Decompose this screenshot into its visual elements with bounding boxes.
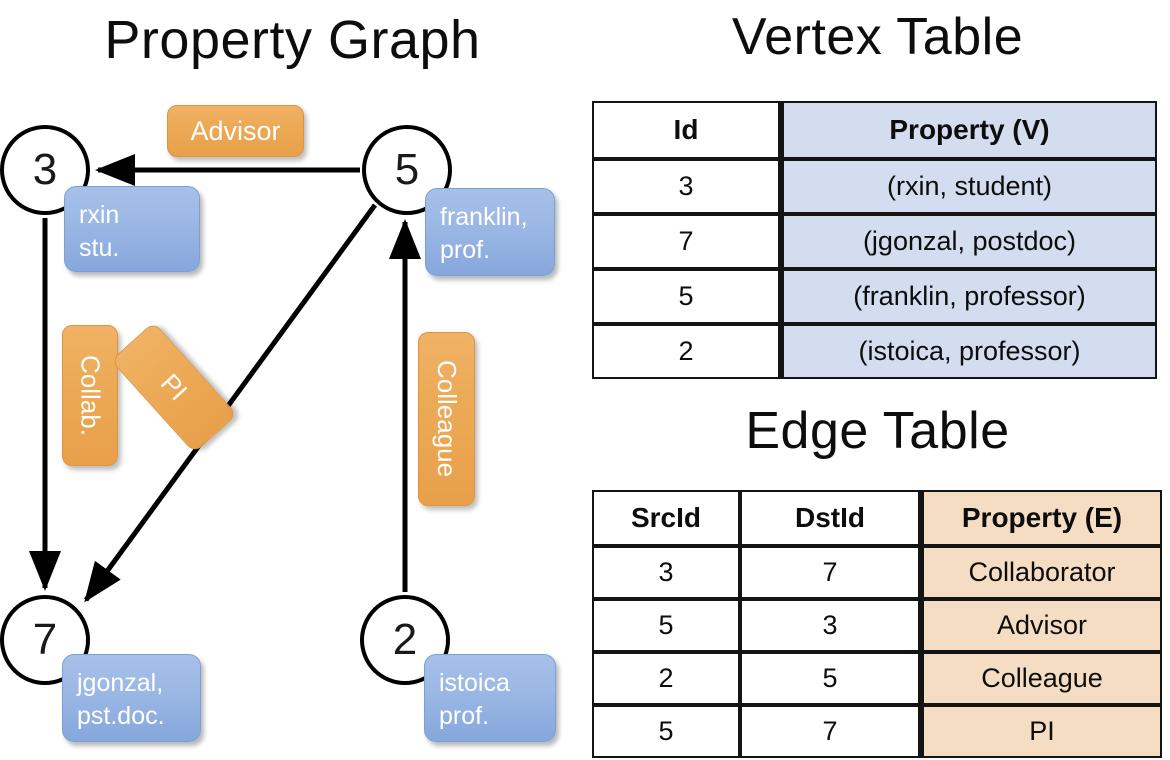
vertex-property-box-3: rxin stu. [64,186,200,272]
vertex-property-7-line2: pst.doc. [77,702,165,730]
page-title-edge-table: Edge Table [745,402,1010,460]
edge-label-colleague: Colleague [418,332,475,506]
edge-cell-srcid: 5 [592,599,740,652]
graph-node-7-label: 7 [32,615,58,664]
vertex-cell-property: (franklin, professor) [780,269,1157,324]
table-row: 5 7 PI [592,705,1162,758]
edge-cell-property: Colleague [920,652,1162,705]
edge-table: SrcId DstId Property (E) 3 7 Collaborato… [592,490,1162,758]
edge-label-collab: Collab. [62,325,118,466]
edge-table-header-dstid: DstId [740,490,920,546]
page-title-property-graph: Property Graph [104,10,481,70]
vertex-property-3-line1: rxin [79,201,120,229]
graph-node-2-label: 2 [392,615,418,664]
edge-label-colleague-text: Colleague [432,360,462,478]
vertex-cell-id: 2 [592,324,780,379]
edge-cell-property: Advisor [920,599,1162,652]
vertex-cell-property: (rxin, student) [780,159,1157,214]
edge-cell-dstid: 3 [740,599,920,652]
vertex-table-header-property: Property (V) [780,101,1157,159]
table-row: 3 (rxin, student) [592,159,1157,214]
table-row: 5 3 Advisor [592,599,1162,652]
edge-cell-property: Collaborator [920,546,1162,599]
edge-label-pi-text: PI [154,367,194,407]
edge-cell-srcid: 3 [592,546,740,599]
edge-label-advisor-text: Advisor [190,115,281,146]
vertex-cell-id: 5 [592,269,780,324]
edge-table-header-srcid: SrcId [592,490,740,546]
vertex-cell-id: 7 [592,214,780,269]
edge-label-collab-text: Collab. [75,355,106,436]
edge-cell-dstid: 5 [740,652,920,705]
vertex-property-box-2: istoica prof. [424,654,556,742]
property-graph-diagram: 3 5 7 2 rxin stu. franklin, prof. jgonza… [0,105,556,742]
graph-node-3-label: 3 [32,145,58,194]
vertex-table: Id Property (V) 3 (rxin, student) 7 (jgo… [592,101,1157,379]
edge-cell-srcid: 5 [592,705,740,758]
graph-edges-layer [29,154,421,603]
edge-cell-property: PI [920,705,1162,758]
edge-label-advisor: Advisor [167,105,304,157]
vertex-cell-property: (jgonzal, postdoc) [780,214,1157,269]
edge-table-header-property: Property (E) [920,490,1162,546]
vertex-property-5-line2: prof. [440,236,491,264]
graph-node-5[interactable]: 5 [362,125,452,215]
edge-cell-dstid: 7 [740,705,920,758]
edge-5-to-7 [83,203,378,603]
vertex-property-3-line2: stu. [79,234,120,262]
table-row: 2 5 Colleague [592,652,1162,705]
table-row: 5 (franklin, professor) [592,269,1157,324]
vertex-property-box-7: jgonzal, pst.doc. [62,654,201,742]
vertex-property-5-line1: franklin, [440,203,528,231]
page-title-vertex-table: Vertex Table [731,8,1024,66]
graph-node-5-label: 5 [394,145,420,194]
graph-node-2[interactable]: 2 [360,595,450,685]
vertex-property-2-line1: istoica [439,669,510,697]
table-row: 7 (jgonzal, postdoc) [592,214,1157,269]
vertex-cell-id: 3 [592,159,780,214]
vertex-table-header-row: Id Property (V) [592,101,1157,159]
vertex-property-2-line2: prof. [439,702,490,730]
table-row: 3 7 Collaborator [592,546,1162,599]
vertex-table-header-id: Id [592,101,780,159]
vertex-property-box-5: franklin, prof. [425,188,555,276]
edge-cell-dstid: 7 [740,546,920,599]
vertex-property-7-line1: jgonzal, [77,669,164,697]
vertex-cell-property: (istoica, professor) [780,324,1157,379]
edge-table-header-row: SrcId DstId Property (E) [592,490,1162,546]
edge-cell-srcid: 2 [592,652,740,705]
table-row: 2 (istoica, professor) [592,324,1157,379]
